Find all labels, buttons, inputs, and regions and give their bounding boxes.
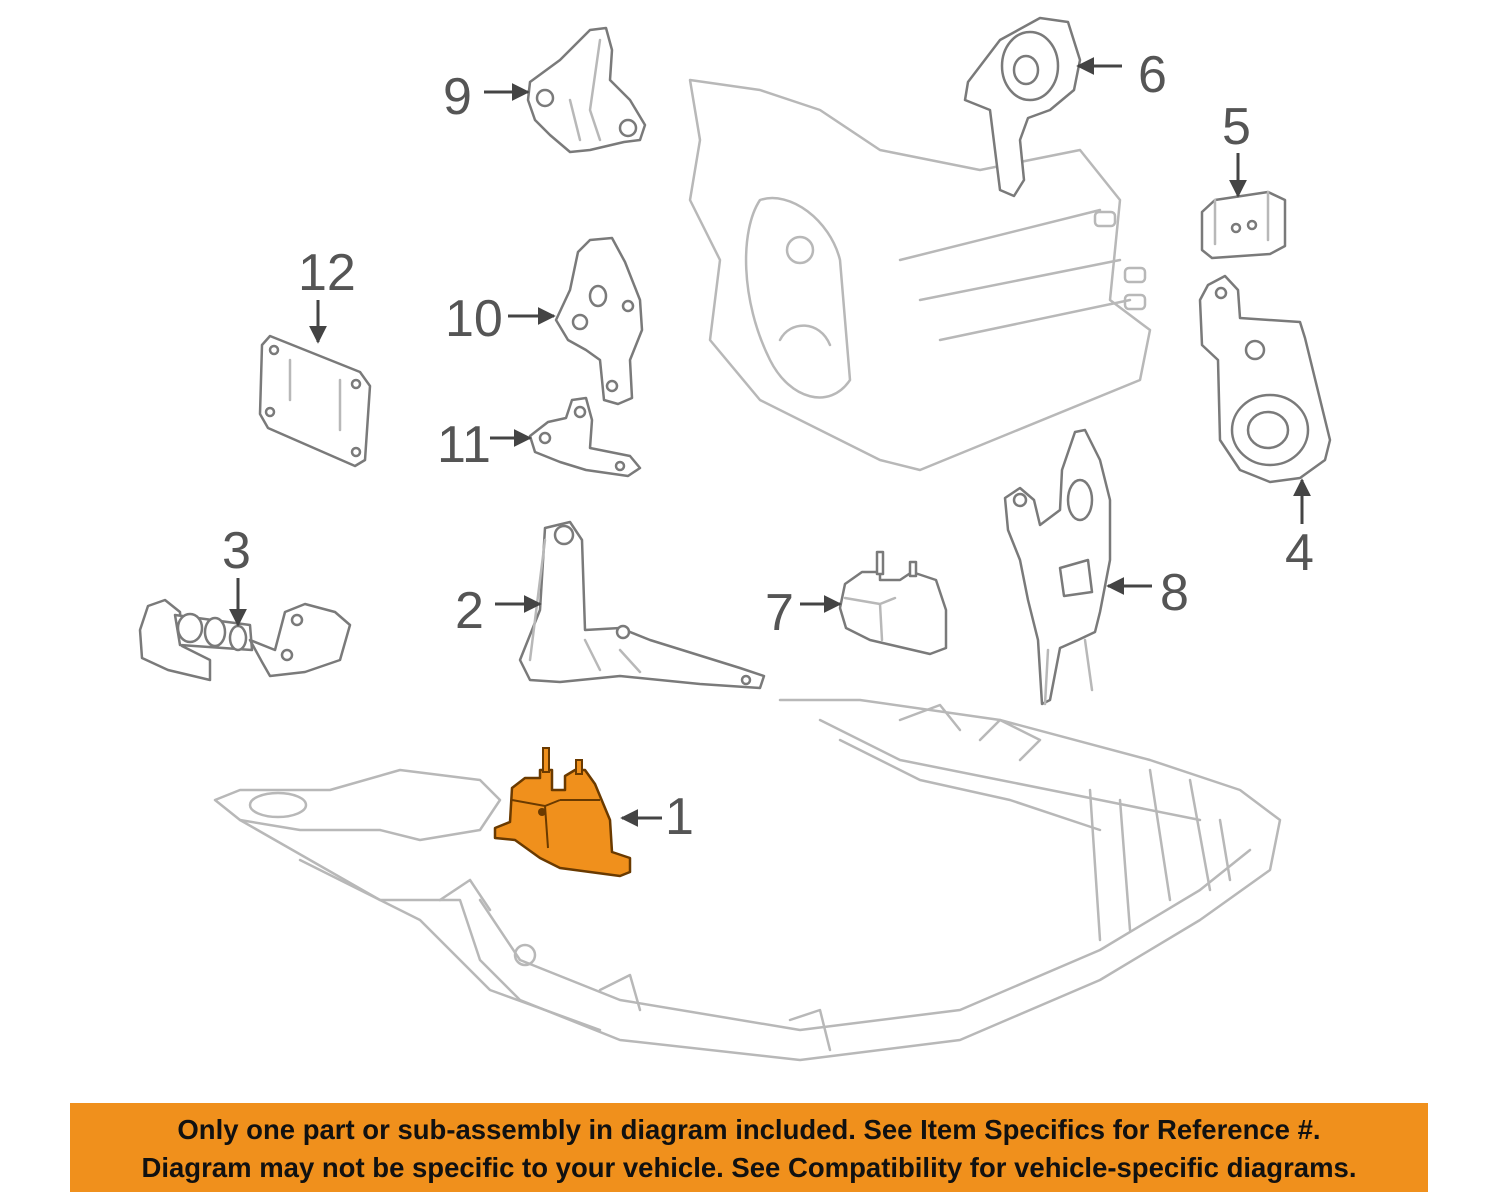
part-5-bracket[interactable] <box>1200 190 1287 260</box>
callout-4: 4 <box>1285 524 1314 582</box>
callout-8: 8 <box>1160 564 1189 622</box>
part-12-plate[interactable] <box>258 334 372 468</box>
part-4-transmission-mount[interactable] <box>1198 274 1332 484</box>
callout-2: 2 <box>455 582 484 640</box>
callout-1: 1 <box>665 788 694 846</box>
parts-diagram: 1 2 3 4 5 6 7 8 9 10 11 12 <box>138 16 1332 1062</box>
callout-arrows <box>229 57 1311 827</box>
callout-6: 6 <box>1138 46 1167 104</box>
engine-block-outline <box>688 78 1152 472</box>
callout-12: 12 <box>298 244 356 302</box>
callout-10: 10 <box>445 290 503 348</box>
callout-7: 7 <box>765 584 794 642</box>
callout-9: 9 <box>443 68 472 126</box>
part-10-bracket[interactable] <box>554 236 644 406</box>
callout-5: 5 <box>1222 98 1251 156</box>
notice-banner: Only one part or sub-assembly in diagram… <box>70 1103 1428 1192</box>
part-11-bracket[interactable] <box>528 396 642 478</box>
part-8-mount-bracket[interactable] <box>1003 428 1112 706</box>
part-6-upper-mount[interactable] <box>963 16 1082 198</box>
part-9-bracket[interactable] <box>526 26 647 154</box>
callout-11: 11 <box>437 416 491 474</box>
callout-3: 3 <box>222 522 251 580</box>
part-2-mount-bracket[interactable] <box>518 520 766 690</box>
notice-line-1: Only one part or sub-assembly in diagram… <box>177 1114 1321 1145</box>
callout-labels: 1 2 3 4 5 6 7 8 9 10 11 12 <box>222 46 1314 846</box>
notice-line-2: Diagram may not be specific to your vehi… <box>141 1152 1357 1183</box>
part-3-torque-strut[interactable] <box>138 598 352 682</box>
subframe-outline <box>213 698 1282 1062</box>
part-7-mount[interactable] <box>838 550 948 656</box>
part-1-engine-mount[interactable] <box>493 747 632 878</box>
